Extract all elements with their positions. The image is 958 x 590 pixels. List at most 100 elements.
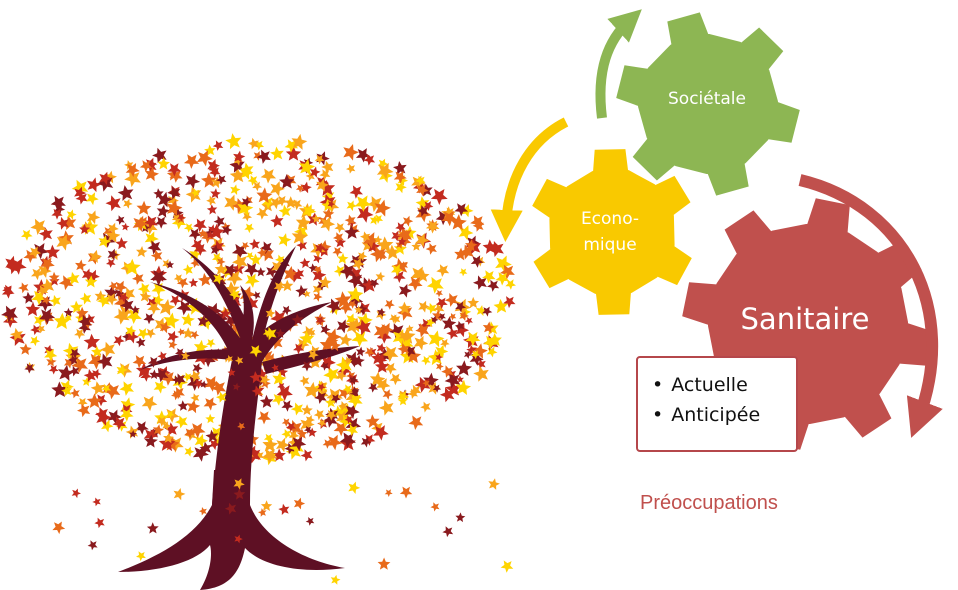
leaf: [450, 214, 467, 231]
leaf: [163, 432, 175, 444]
leaf: [375, 249, 387, 262]
leaf: [296, 337, 310, 351]
leaf: [198, 272, 212, 287]
leaf: [185, 173, 201, 189]
leaf: [158, 299, 176, 316]
tree-trunk: [118, 246, 360, 590]
leaf: [42, 295, 51, 305]
leaf: [182, 264, 194, 275]
leaf: [157, 191, 173, 208]
leaf: [245, 296, 259, 311]
leaf: [370, 246, 386, 263]
leaf: [301, 361, 313, 372]
leaf: [320, 216, 336, 232]
leaf: [132, 215, 149, 232]
leaf: [500, 560, 514, 573]
leaf: [98, 235, 112, 248]
leaf: [153, 188, 164, 199]
leaf: [175, 348, 185, 358]
leaf: [330, 394, 341, 404]
leaf: [257, 247, 268, 259]
leaf: [156, 416, 168, 427]
leaf: [352, 257, 365, 271]
leaf: [445, 380, 462, 397]
leaf: [488, 478, 500, 490]
leaf: [291, 313, 304, 326]
leaf: [66, 271, 80, 285]
leaf: [273, 281, 285, 293]
leaf: [206, 338, 216, 348]
leaf: [423, 201, 434, 211]
leaf: [189, 370, 201, 383]
leaf: [66, 209, 77, 220]
leaf: [37, 296, 54, 312]
leaf: [318, 179, 336, 196]
leaf: [211, 380, 227, 396]
leaf: [384, 299, 395, 310]
leaf: [18, 282, 29, 294]
leaf: [384, 244, 400, 260]
leaf: [332, 247, 343, 257]
leaf: [135, 421, 149, 435]
leaf: [32, 243, 49, 260]
leaf: [173, 488, 186, 501]
leaf: [24, 363, 35, 374]
leaf: [125, 425, 139, 439]
leaf: [352, 354, 365, 367]
leaf: [184, 428, 196, 439]
leaf: [184, 223, 194, 233]
leaf: [377, 557, 391, 570]
leaf: [253, 140, 265, 151]
leaf: [338, 387, 351, 400]
leaf: [483, 335, 498, 350]
leaf: [430, 188, 448, 205]
leaf: [256, 149, 271, 164]
leaf: [84, 275, 98, 288]
leaf: [40, 278, 55, 293]
leaf: [393, 170, 407, 184]
leaf: [321, 160, 334, 174]
leaf: [116, 420, 128, 432]
leaf: [367, 239, 381, 253]
leaf: [444, 372, 461, 389]
leaf: [100, 341, 116, 358]
leaf: [103, 226, 114, 238]
leaf: [293, 343, 305, 355]
leaf: [139, 290, 152, 303]
leaf: [336, 410, 350, 425]
leaf: [278, 204, 292, 218]
leaf: [213, 272, 225, 285]
leaf: [430, 502, 440, 512]
leaf: [285, 146, 302, 161]
leaf: [215, 391, 227, 403]
leaf: [376, 162, 394, 180]
leaf: [351, 331, 368, 347]
leaf: [190, 188, 200, 198]
leaf: [467, 296, 480, 309]
leaf: [40, 257, 55, 272]
leaf: [9, 329, 26, 346]
leaf: [162, 421, 172, 431]
leaf: [22, 291, 35, 304]
leaf: [407, 276, 423, 292]
leaf: [1, 286, 15, 299]
leaf: [322, 207, 335, 220]
leaf: [295, 214, 312, 231]
leaf: [233, 478, 245, 490]
leaf: [272, 371, 287, 386]
leaf: [486, 346, 498, 358]
leaf: [206, 204, 218, 215]
leaf: [125, 325, 137, 337]
leaf: [415, 233, 430, 248]
leaf: [356, 205, 374, 223]
leaf: [373, 214, 384, 224]
leaf: [307, 355, 322, 369]
leaf: [136, 551, 146, 562]
leaf: [74, 186, 87, 200]
leaf: [154, 367, 169, 383]
leaf: [308, 349, 319, 361]
leaf: [71, 356, 88, 374]
leaf: [137, 282, 151, 296]
fallen-leaves: [52, 478, 514, 585]
leaf: [63, 357, 75, 369]
